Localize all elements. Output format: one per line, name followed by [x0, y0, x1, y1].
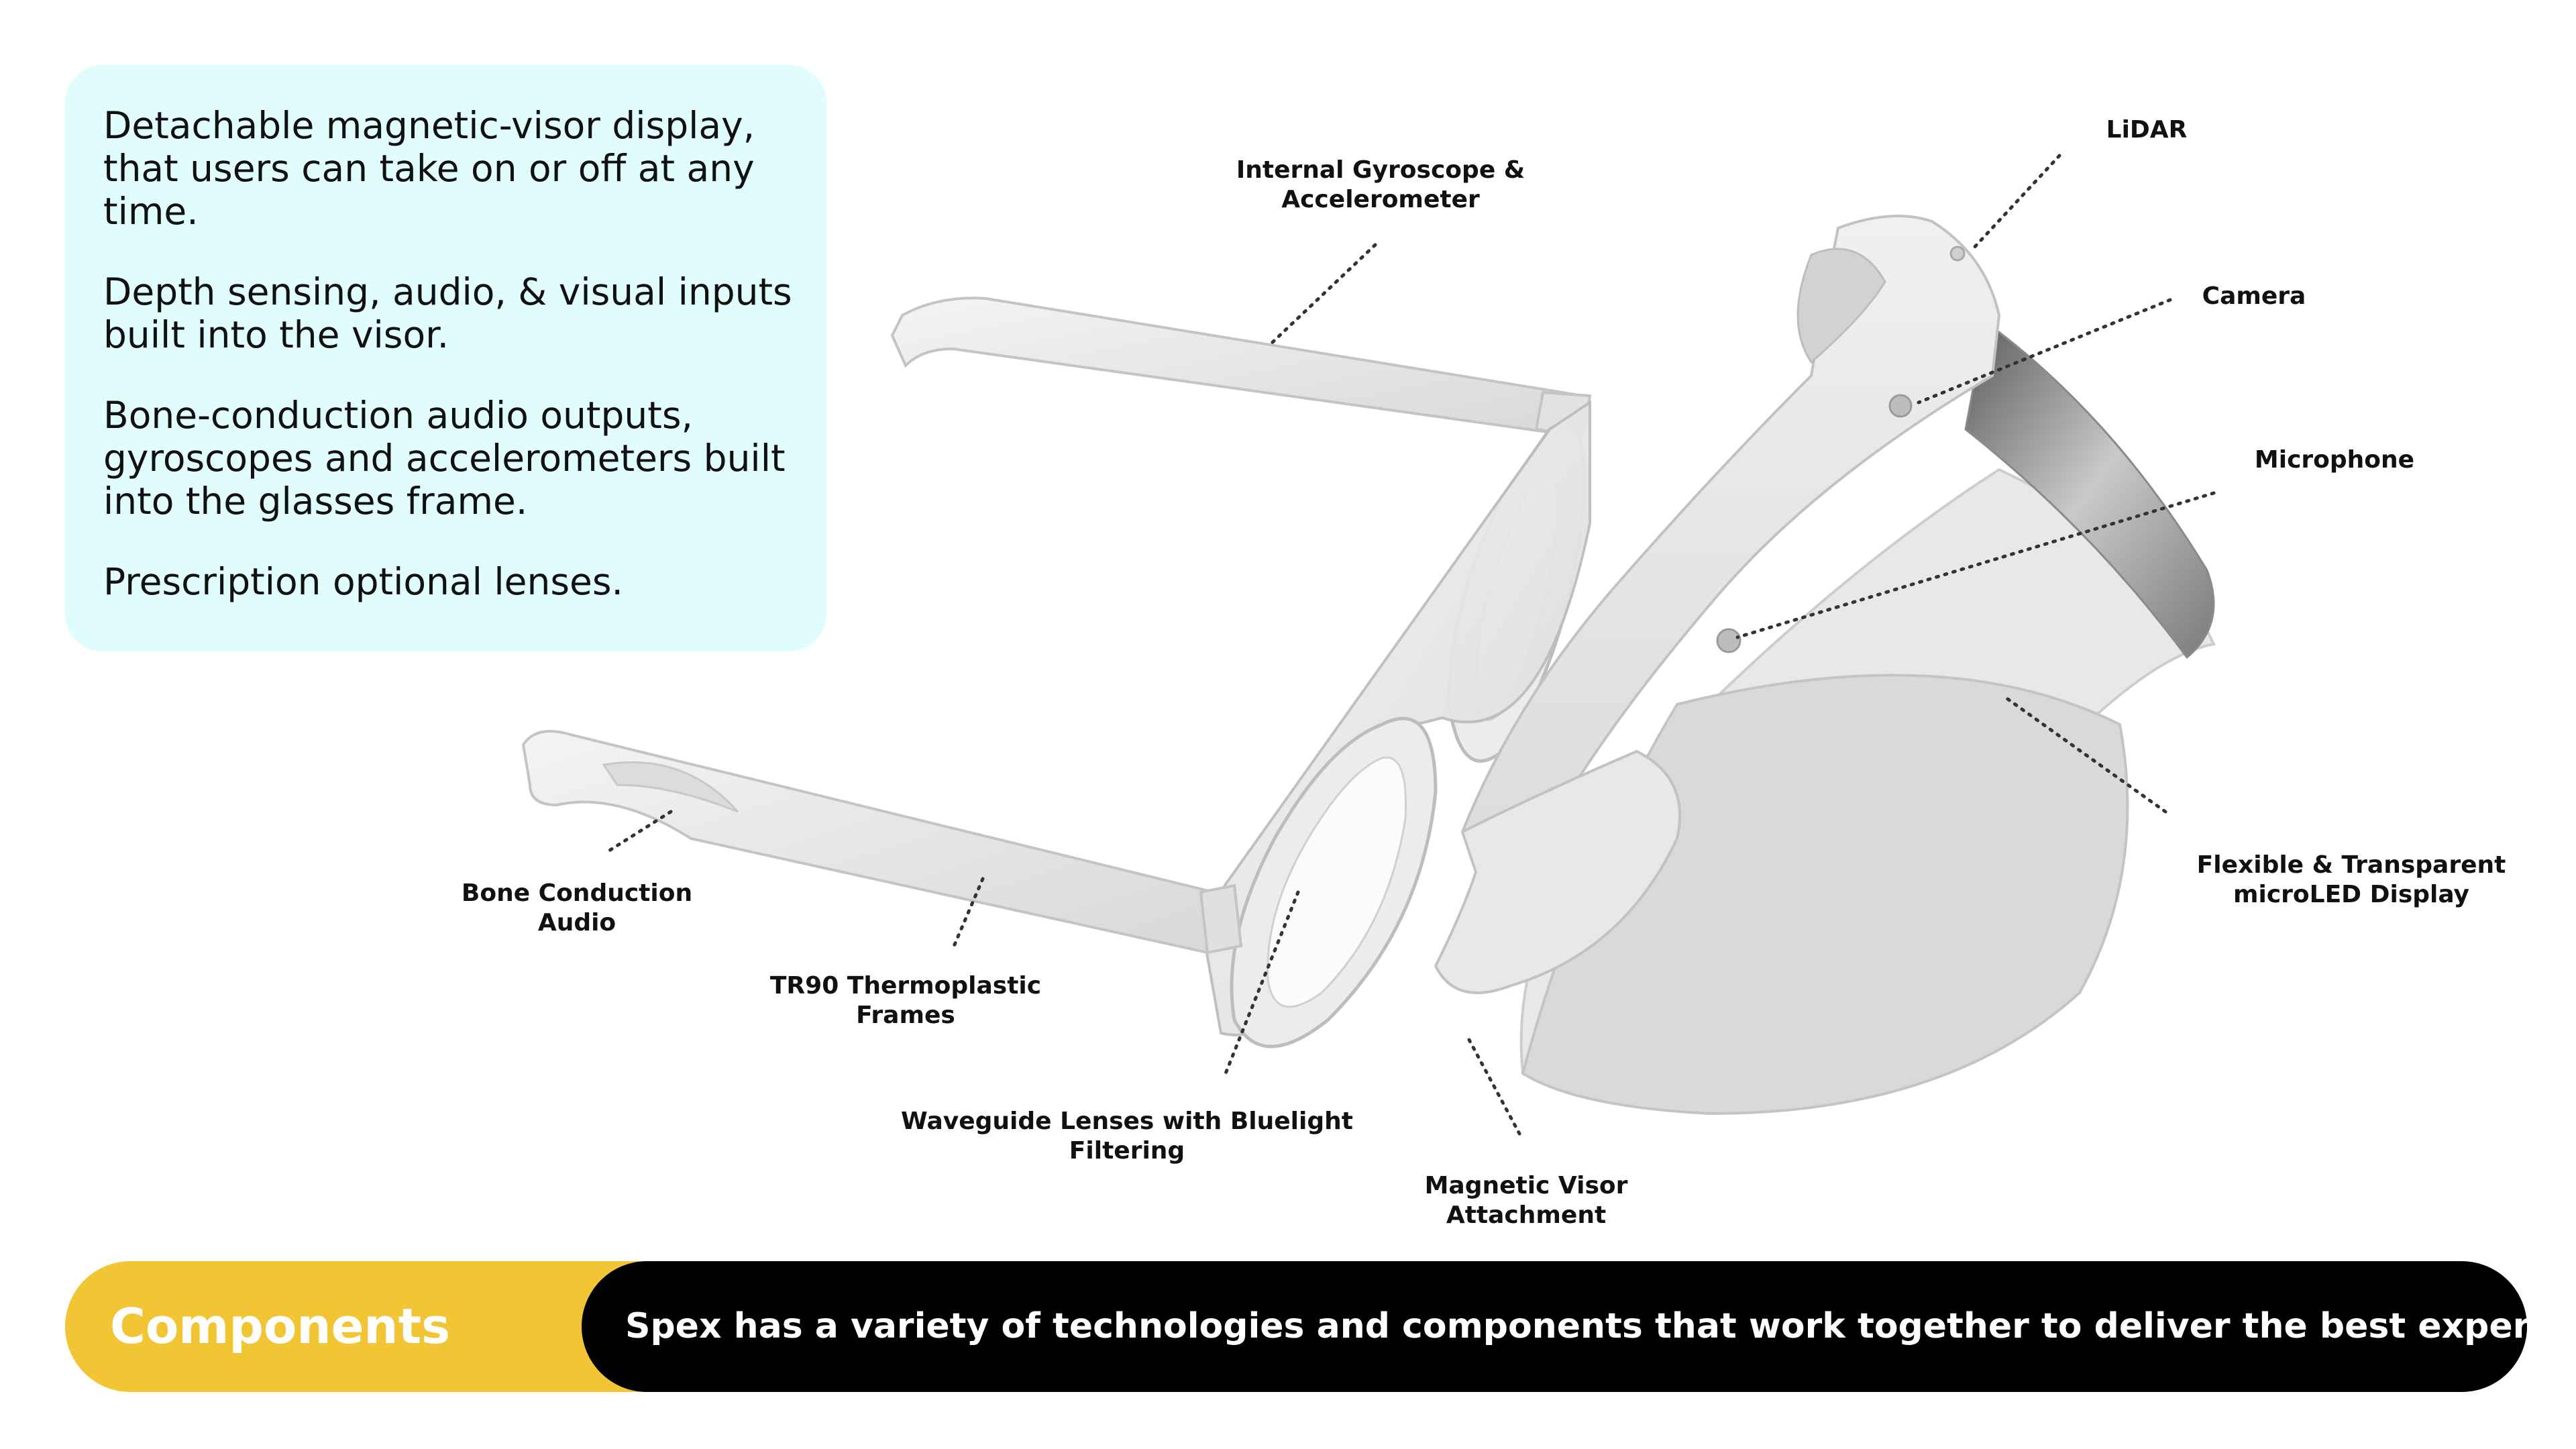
leader-lidar: [1970, 154, 2061, 252]
feature-prescription-lenses: Prescription optional lenses.: [103, 560, 623, 603]
callout-tr90-frames: TR90 Thermoplastic Frames: [769, 972, 1042, 1029]
callout-magnetic-visor-attachment: Magnetic Visor Attachment: [1424, 1172, 1628, 1229]
callout-bone-conduction-audio: Bone Conduction Audio: [461, 879, 693, 936]
callout-gyroscope-accelerometer: Internal Gyroscope & Accelerometer: [1236, 156, 1525, 213]
feature-frame-audio-sensors: Bone-conduction audio outputs, gyroscope…: [103, 394, 786, 523]
feature-visor-detachable: Detachable magnetic-visor display, that …: [103, 104, 755, 233]
leader-gyro: [1269, 243, 1377, 345]
components-banner: Components Spex has a variety of technol…: [65, 1261, 2576, 1392]
near-lens: [1267, 756, 1407, 1008]
glasses-frame: [521, 297, 1592, 1049]
near-hinge: [1199, 883, 1243, 955]
banner-description: Spex has a variety of technologies and c…: [625, 1306, 2576, 1346]
callout-microled-display: Flexible & Transparent microLED Display: [2196, 851, 2506, 908]
microphone-sensor-icon: [1716, 628, 1741, 653]
feature-visor-inputs: Depth sensing, audio, & visual inputs bu…: [103, 270, 792, 356]
far-temple-arm: [890, 297, 1585, 438]
feature-summary-card: Detachable magnetic-visor display, that …: [65, 65, 826, 651]
visor-inner-lip: [1796, 248, 1886, 364]
banner-description-pill: [582, 1261, 2527, 1392]
leader-waveguide: [1222, 890, 1300, 1079]
leader-display: [2004, 696, 2167, 814]
visor-nose-piece: [1434, 749, 1681, 994]
leader-lines: [605, 154, 2216, 1136]
callout-waveguide-lenses: Waveguide Lenses with Bluelight Filterin…: [901, 1108, 1353, 1165]
leader-frames: [951, 877, 985, 951]
leader-magnetic: [1467, 1038, 1521, 1136]
callout-camera: Camera: [2202, 282, 2306, 310]
leader-bone: [605, 810, 673, 854]
visor-side-screen: [1964, 320, 2215, 659]
bone-conduction-pad: [602, 761, 739, 813]
callout-lidar: LiDAR: [2106, 116, 2188, 144]
visor: [1434, 215, 2216, 1116]
camera-sensor-icon: [1888, 394, 1913, 418]
lidar-sensor-icon: [1949, 246, 1966, 262]
leader-camera: [1917, 298, 2172, 405]
banner-title: Components: [110, 1298, 450, 1354]
callout-microphone: Microphone: [2254, 446, 2415, 474]
